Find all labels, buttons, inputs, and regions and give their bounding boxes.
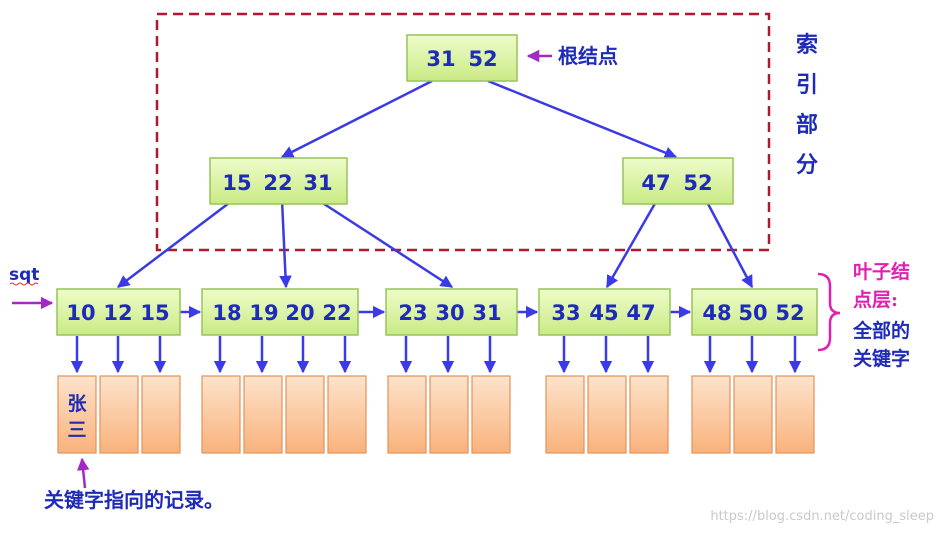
sqt-underline xyxy=(9,282,39,286)
edge-root-to-internal-right xyxy=(487,79,678,159)
node-key: 52 xyxy=(775,301,804,325)
record-box xyxy=(141,375,181,454)
node-key: 45 xyxy=(589,301,618,325)
index-section-border xyxy=(155,12,771,252)
node-key: 31 xyxy=(303,171,332,195)
node-key: 12 xyxy=(103,301,132,325)
record-box xyxy=(545,375,585,454)
edge-internal-47 xyxy=(605,199,659,289)
edge-internal-22 xyxy=(279,199,292,289)
leaf-layer-label-line: 叶子结 xyxy=(853,260,910,283)
record-box xyxy=(629,375,669,454)
record-box xyxy=(99,375,139,454)
index-label-char: 引 xyxy=(796,72,818,98)
edge-internal-15 xyxy=(117,199,234,288)
node-key: 15 xyxy=(140,301,169,325)
record-box xyxy=(691,375,731,454)
index-label-char: 索 xyxy=(796,32,818,58)
edge-internal-52 xyxy=(704,199,754,289)
leaf-layer-label-line: 关键字 xyxy=(853,347,910,370)
record-caption-arrow xyxy=(76,457,90,489)
node-key: 48 xyxy=(702,301,731,325)
leaf-node: 23 30 31 xyxy=(385,288,518,336)
node-key: 20 xyxy=(285,301,314,325)
node-key: 33 xyxy=(551,301,580,325)
leaf-node: 10 12 15 xyxy=(56,288,181,336)
record-box xyxy=(471,375,511,454)
edge-internal-31 xyxy=(317,198,454,289)
node-key: 52 xyxy=(683,171,712,195)
record-box xyxy=(201,375,241,454)
record-box xyxy=(587,375,627,454)
sqt-label: sqt xyxy=(9,265,39,285)
leaf-layer-label: 叶子结 点层: 全部的 关键字 xyxy=(852,260,910,370)
node-key: 10 xyxy=(66,301,95,325)
index-label-char: 部 xyxy=(796,112,818,138)
record-boxes xyxy=(57,375,815,454)
record-label-char: 张 xyxy=(67,393,87,415)
record-box xyxy=(429,375,469,454)
node-key: 22 xyxy=(263,171,292,195)
node-key: 22 xyxy=(322,301,351,325)
node-key: 47 xyxy=(626,301,655,325)
tree-edges xyxy=(117,79,754,289)
leaf-layer-label-line: 点层: xyxy=(853,289,898,311)
node-key: 52 xyxy=(468,47,497,71)
record-box xyxy=(243,375,283,454)
leaf-layer-brace xyxy=(817,272,841,352)
root-node: 31 52 xyxy=(406,34,518,82)
leaf-node: 18 19 20 22 xyxy=(201,288,359,336)
record-box xyxy=(387,375,427,454)
leaf-layer-label-line: 全部的 xyxy=(852,319,910,342)
index-label-char: 分 xyxy=(796,152,818,178)
record-box xyxy=(285,375,325,454)
record-label-char: 三 xyxy=(67,419,86,441)
record-caption: 关键字指向的记录。 xyxy=(44,488,224,512)
record-box xyxy=(733,375,773,454)
node-key: 47 xyxy=(641,171,670,195)
root-node-label: 根结点 xyxy=(558,44,618,68)
watermark: https://blog.csdn.net/coding_sleep xyxy=(710,509,934,524)
node-key: 31 xyxy=(426,47,455,71)
internal-node-left: 15 22 31 xyxy=(209,157,348,205)
node-key: 50 xyxy=(738,301,767,325)
node-key: 19 xyxy=(249,301,278,325)
node-key: 23 xyxy=(398,301,427,325)
internal-node-right: 47 52 xyxy=(622,157,734,205)
leaf-node: 33 45 47 xyxy=(538,288,671,336)
record-box xyxy=(775,375,815,454)
node-key: 31 xyxy=(472,301,501,325)
edge-root-to-internal-left xyxy=(280,79,433,159)
node-key: 30 xyxy=(435,301,464,325)
node-key: 15 xyxy=(222,171,251,195)
record-pointers xyxy=(70,336,802,374)
leaf-node: 48 50 52 xyxy=(691,288,818,336)
record-box xyxy=(327,375,367,454)
index-label: 索 引 部 分 xyxy=(796,32,818,178)
node-key: 18 xyxy=(212,301,241,325)
record-box xyxy=(57,375,97,454)
